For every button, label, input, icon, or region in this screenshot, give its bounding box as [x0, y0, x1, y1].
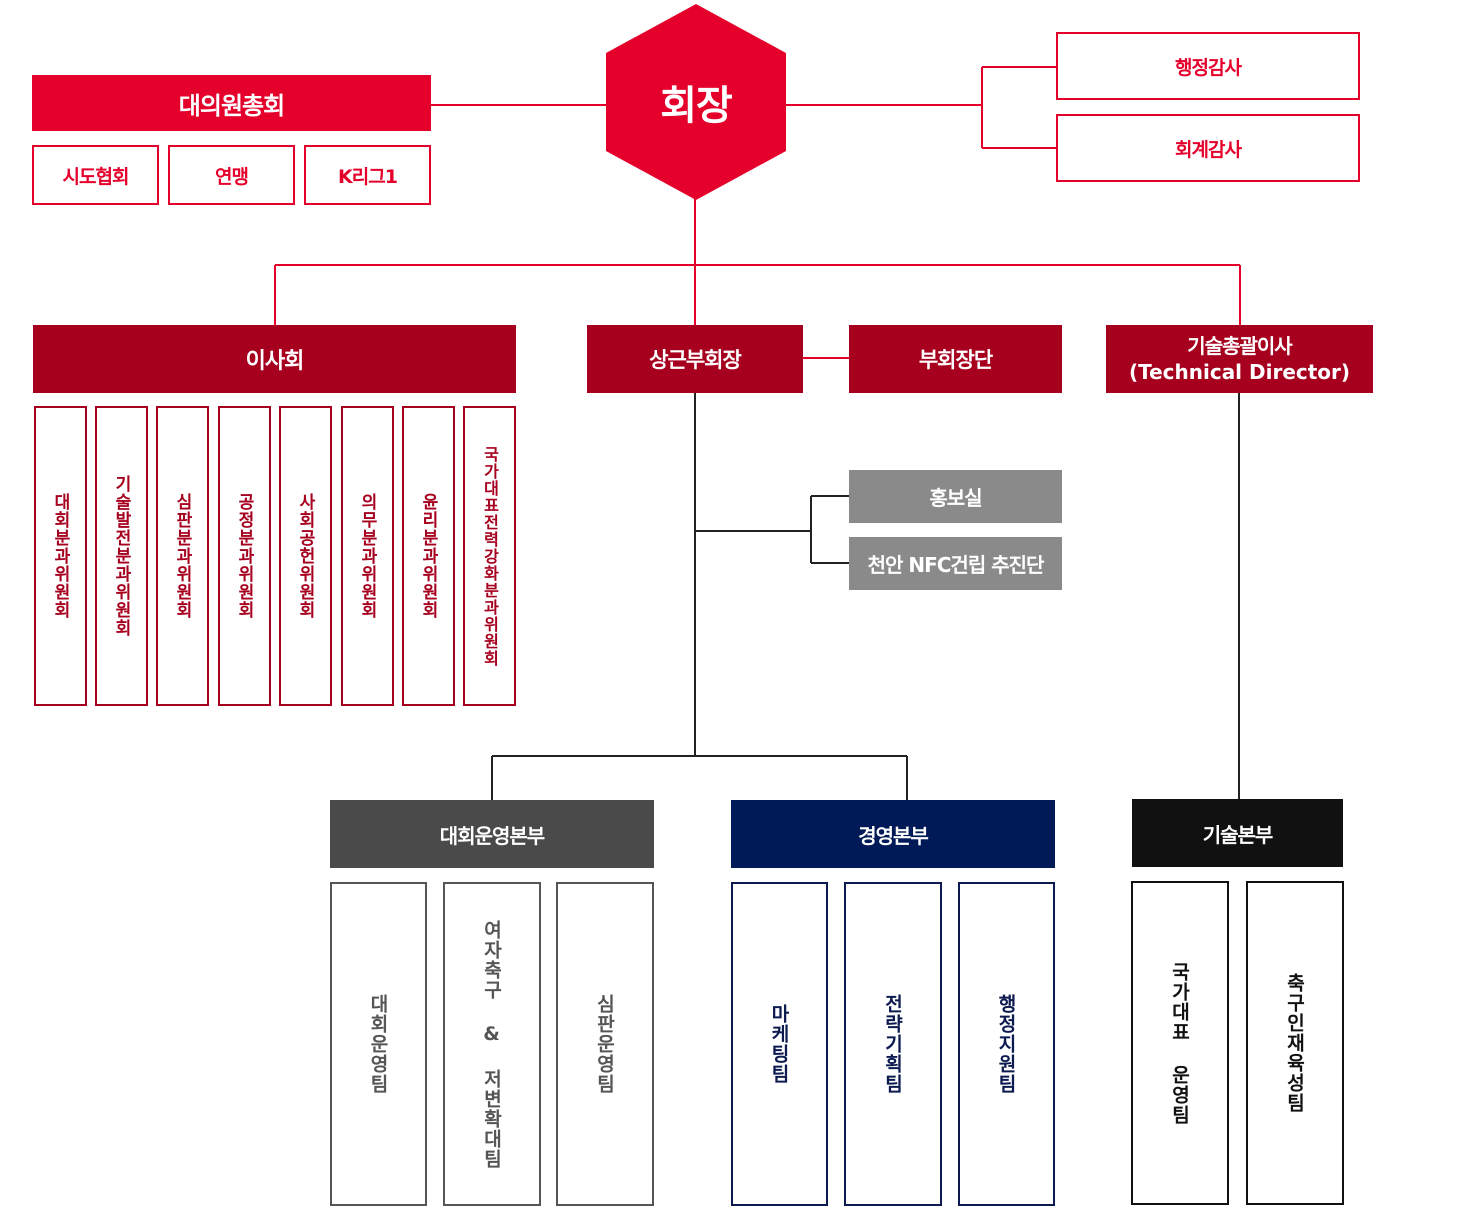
- assembly-member-box: 연맹: [168, 145, 295, 205]
- hq-label: 기술본부: [1202, 822, 1274, 847]
- audit-box: 회계감사: [1056, 114, 1360, 182]
- assembly-member-box: 시도협회: [32, 145, 159, 205]
- president-label: 회장: [660, 83, 733, 129]
- committee-box: 사회공헌위원회: [279, 406, 332, 706]
- technical-director-title: 기술총괄이사: [1187, 334, 1292, 358]
- technical-hq-box: 기술본부: [1132, 799, 1343, 867]
- committee-box: 심판분과위원회: [156, 406, 209, 706]
- committee-box: 공정분과위원회: [218, 406, 271, 706]
- assembly-member-box: K리그1: [304, 145, 431, 205]
- assembly-member-label: K리그1: [338, 165, 398, 188]
- team-box: 대회운영팀: [330, 882, 427, 1206]
- team-label: 여자축구 & 저변확대팀: [480, 919, 503, 1169]
- audit-label: 회계감사: [1175, 138, 1242, 161]
- committee-box: 국가대표전력강화분과위원회: [463, 406, 516, 706]
- committee-box: 기술발전분과위원회: [95, 406, 148, 706]
- committee-box: 의무분과위원회: [341, 406, 394, 706]
- hq-label: 대회운영본부: [439, 823, 545, 848]
- technical-director-box: 기술총괄이사 (Technical Director): [1106, 325, 1373, 393]
- office-box: 천안 NFC건립 추진단: [849, 537, 1062, 590]
- team-label: 전략기획팀: [881, 994, 904, 1094]
- board-label: 이사회: [245, 349, 305, 374]
- committee-label: 의무분과위원회: [357, 493, 377, 619]
- general-assembly-label: 대의원총회: [178, 91, 285, 120]
- team-label: 축구인재육성팀: [1283, 973, 1306, 1113]
- office-box: 홍보실: [849, 470, 1062, 523]
- competition-operations-hq-box: 대회운영본부: [330, 800, 654, 868]
- vice-presidents-group-label: 부회장단: [918, 348, 993, 372]
- technical-director-subtitle: (Technical Director): [1128, 360, 1351, 384]
- team-label: 행정지원팀: [995, 994, 1017, 1094]
- vice-presidents-group-box: 부회장단: [849, 325, 1062, 393]
- office-label: 홍보실: [929, 486, 982, 510]
- committee-label: 심판분과위원회: [172, 493, 192, 619]
- general-assembly-box: 대의원총회: [32, 75, 431, 131]
- board-of-directors-box: 이사회: [33, 325, 516, 393]
- committee-box: 윤리분과위원회: [402, 406, 455, 706]
- audit-label: 행정감사: [1175, 56, 1242, 79]
- team-box: 심판운영팀: [556, 882, 654, 1206]
- office-label: 천안 NFC건립 추진단: [867, 553, 1045, 577]
- assembly-member-label: 시도협회: [62, 165, 130, 188]
- team-box: 국가대표 운영팀: [1131, 881, 1229, 1205]
- committee-box: 대회분과위원회: [34, 406, 87, 706]
- standing-vice-president-box: 상근부회장: [587, 325, 803, 393]
- team-box: 여자축구 & 저변확대팀: [443, 882, 541, 1206]
- team-label: 마케팅팀: [768, 1004, 790, 1084]
- assembly-member-label: 연맹: [215, 165, 249, 188]
- committee-label: 공정분과위원회: [234, 493, 254, 619]
- team-box: 축구인재육성팀: [1246, 881, 1344, 1205]
- team-box: 마케팅팀: [731, 882, 828, 1206]
- committee-label: 윤리분과위원회: [418, 493, 438, 619]
- committee-label: 국가대표전력강화분과위원회: [480, 445, 500, 667]
- team-label: 대회운영팀: [367, 994, 389, 1094]
- management-hq-box: 경영본부: [731, 800, 1055, 868]
- committee-label: 대회분과위원회: [50, 493, 70, 619]
- team-label: 심판운영팀: [593, 994, 616, 1094]
- hq-label: 경영본부: [858, 823, 929, 848]
- committee-label: 사회공헌위원회: [295, 493, 315, 619]
- team-box: 행정지원팀: [958, 882, 1055, 1206]
- team-label: 국가대표 운영팀: [1168, 961, 1191, 1125]
- audit-box: 행정감사: [1056, 32, 1360, 100]
- committee-label: 기술발전분과위원회: [111, 475, 131, 637]
- team-box: 전략기획팀: [844, 882, 942, 1206]
- president-hexagon: 회장: [606, 4, 786, 200]
- standing-vice-president-label: 상근부회장: [649, 348, 742, 372]
